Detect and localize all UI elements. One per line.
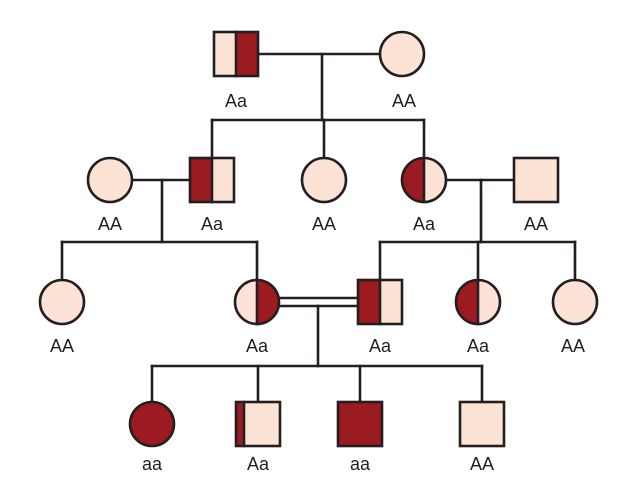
male-individual-ii-5: [512, 156, 560, 204]
pedigree-lines: [60, 52, 577, 404]
affected-fill: [130, 402, 174, 446]
female-individual-iv-1: [128, 400, 176, 448]
circle-outline: [128, 400, 176, 448]
female-individual-iii-5: [551, 278, 599, 326]
male-individual-iv-2: [234, 400, 282, 448]
carrier-fill: [236, 32, 258, 76]
square-outline: [336, 400, 384, 448]
pedigree-individuals: [38, 30, 599, 448]
unaffected-fill: [514, 158, 558, 202]
genotype-label: aa: [142, 454, 163, 474]
male-individual-i-1: [212, 30, 260, 78]
unaffected-fill: [553, 280, 597, 324]
circle-outline: [551, 278, 599, 326]
female-individual-i-2: [378, 30, 426, 78]
female-individual-ii-4: [400, 156, 448, 204]
square-outline: [512, 156, 560, 204]
genotype-label: Aa: [413, 214, 436, 234]
carrier-fill: [257, 280, 279, 324]
unaffected-fill: [302, 158, 346, 202]
circle-outline: [454, 278, 502, 326]
square-outline: [212, 30, 260, 78]
genotype-label: Aa: [225, 91, 248, 111]
genotype-label: Aa: [369, 336, 392, 356]
circle-outline: [233, 278, 281, 326]
affected-fill: [338, 402, 382, 446]
male-individual-iv-4: [458, 400, 506, 448]
female-individual-iii-1: [38, 278, 86, 326]
circle-outline: [400, 156, 448, 204]
square-outline: [458, 400, 506, 448]
unaffected-fill: [380, 32, 424, 76]
genotype-label: Aa: [246, 336, 269, 356]
female-individual-iii-4: [454, 278, 502, 326]
genotype-label: AA: [470, 454, 494, 474]
circle-outline: [38, 278, 86, 326]
genotype-label: AA: [524, 214, 548, 234]
carrier-fill: [456, 280, 478, 324]
genotype-label: AA: [98, 214, 122, 234]
circle-outline: [86, 156, 134, 204]
genotype-label: AA: [50, 336, 74, 356]
genotype-label: AA: [392, 91, 416, 111]
female-individual-ii-3: [300, 156, 348, 204]
genotype-label: Aa: [467, 336, 490, 356]
genotype-label: Aa: [201, 214, 224, 234]
carrier-fill: [402, 158, 424, 202]
carrier-fill: [358, 280, 380, 324]
carrier-fill: [236, 402, 244, 446]
unaffected-fill: [40, 280, 84, 324]
female-individual-iii-2: [233, 278, 281, 326]
carrier-fill: [190, 158, 212, 202]
circle-outline: [378, 30, 426, 78]
genotype-label: AA: [312, 214, 336, 234]
square-outline: [188, 156, 236, 204]
unaffected-fill: [460, 402, 504, 446]
male-individual-iii-3: [356, 278, 404, 326]
female-individual-ii-1: [86, 156, 134, 204]
genotype-label: AA: [561, 336, 585, 356]
male-individual-ii-2: [188, 156, 236, 204]
square-outline: [234, 400, 282, 448]
circle-outline: [300, 156, 348, 204]
male-individual-iv-3: [336, 400, 384, 448]
genotype-label: Aa: [247, 454, 270, 474]
square-outline: [356, 278, 404, 326]
unaffected-fill: [88, 158, 132, 202]
genotype-label: aa: [350, 454, 371, 474]
